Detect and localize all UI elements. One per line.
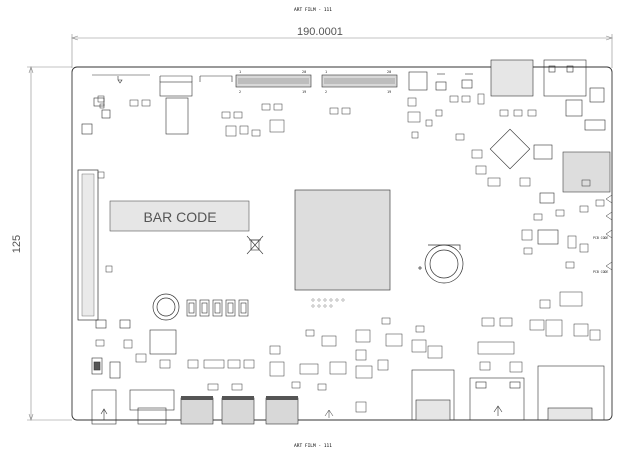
width-dimension — [71, 34, 613, 68]
top-fpc-connector-2 — [321, 74, 398, 88]
pcb-code-label: PCB CODE — [593, 270, 608, 274]
dc-jack — [91, 389, 117, 425]
top-fpc-connector-1 — [235, 74, 312, 88]
ethernet-jack — [490, 59, 534, 97]
edge-connector-left — [77, 169, 113, 321]
top-right-small-parts — [408, 71, 473, 91]
capacitor-row — [186, 299, 249, 317]
hdmi-connector — [411, 369, 455, 421]
pcb-code-label: PCB CODE — [593, 236, 608, 240]
pin-label: 2 — [239, 90, 241, 94]
power-inductor — [152, 293, 180, 321]
audio-jack-tops — [181, 396, 298, 400]
width-dimension-label: 190.0001 — [297, 26, 343, 38]
top-left-connectors — [81, 74, 233, 135]
board-outline — [71, 66, 613, 421]
height-dimension — [27, 66, 72, 421]
mid-left-parts — [91, 319, 177, 379]
pin-label: 19 — [302, 90, 306, 94]
barcode-area — [109, 200, 250, 232]
film-label-top: ART FILM - 111 — [294, 7, 332, 13]
pin-label: 19 — [387, 90, 391, 94]
main-soc-chip — [294, 189, 391, 291]
pin-label: 20 — [387, 70, 391, 74]
audio-jacks — [180, 397, 299, 425]
pin-label: 20 — [302, 70, 306, 74]
barcode-label: BAR CODE — [143, 209, 216, 225]
bottom-mid-arrows — [324, 401, 367, 418]
pin-label: 2 — [325, 90, 327, 94]
coin-cell-battery — [418, 244, 464, 284]
film-label-bottom: ART FILM - 111 — [294, 443, 332, 449]
lan-connector-bottom — [537, 365, 605, 421]
right-edge-arrows — [605, 194, 613, 271]
usb-dual-connector — [469, 377, 525, 421]
right-chip-large — [562, 151, 611, 193]
weee-bin-icon — [246, 235, 264, 255]
soc-test-pads — [311, 298, 345, 308]
pin-label: 1 — [325, 70, 327, 74]
usb-jack — [543, 59, 605, 103]
pin-label: 1 — [239, 70, 241, 74]
right-ic-qfn — [489, 99, 606, 245]
height-dimension-label: 125 — [11, 235, 23, 253]
db9-connector — [129, 389, 175, 425]
smd-components — [95, 93, 605, 391]
